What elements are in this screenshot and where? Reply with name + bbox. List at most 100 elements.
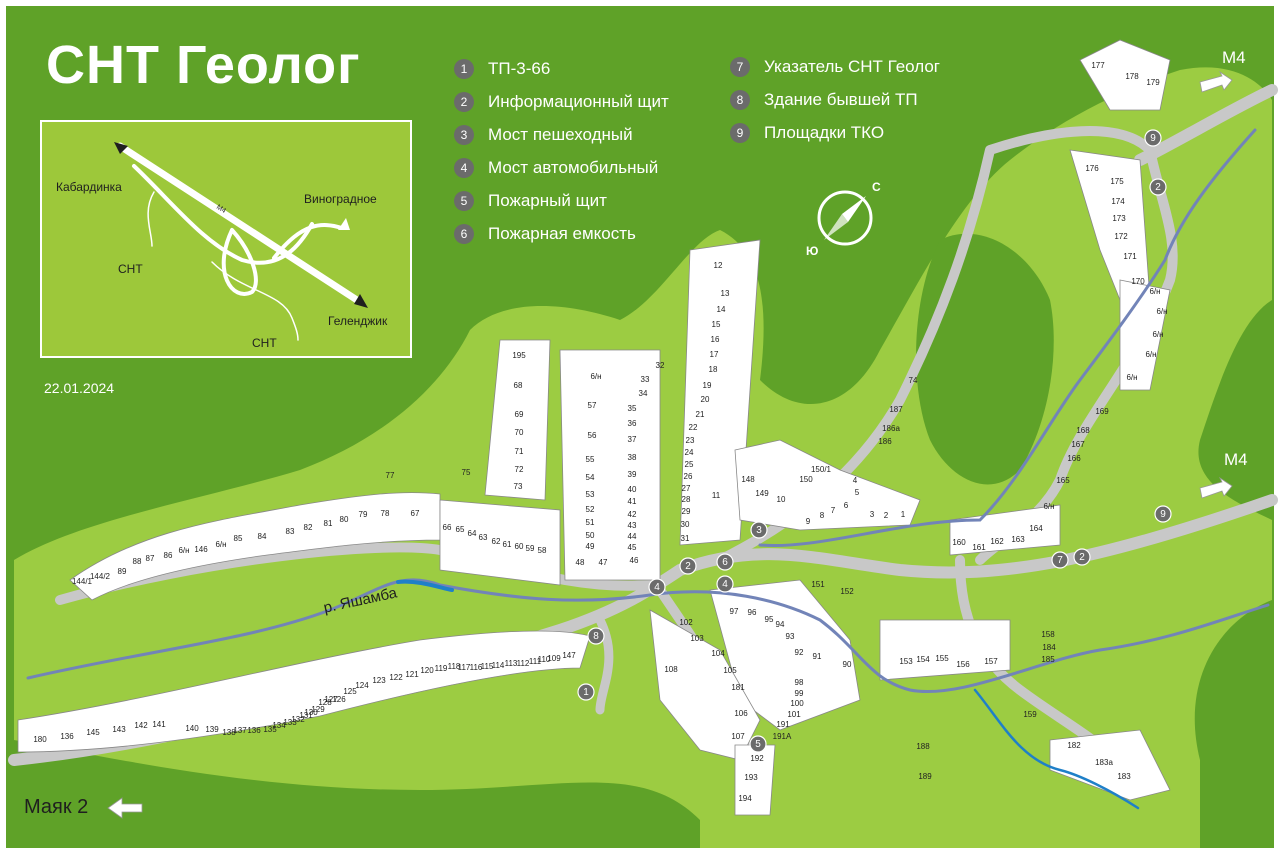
plot-number: 160 [952,538,966,547]
map-marker-number: 2 [1079,552,1085,563]
plot-number: 143 [112,725,126,734]
legend-number: 3 [454,124,474,145]
mayak-label: Маяк 2 [24,796,89,818]
plot-number: 113 [505,659,518,668]
plot-number: 25 [685,460,694,469]
plot-number: 128 [318,698,332,707]
m4-right-label: М4 [1224,450,1248,469]
m4-top-label: М4 [1222,48,1246,67]
plot-number: 95 [765,615,774,624]
plot-number: 195 [512,351,526,360]
plots-mid-column [559,349,661,581]
plot-number: 20 [701,395,710,404]
plot-number: 49 [586,542,595,551]
plot-number: 163 [1011,535,1025,544]
plot-number: 58 [538,546,547,555]
plot-number: 62 [492,537,501,546]
plot-number: 142 [134,721,148,730]
map-marker-circle [679,557,697,575]
legend-number: 1 [454,58,474,79]
plot-number: 136 [247,726,261,735]
map-marker: 3 [750,521,768,539]
plot-number: 19 [703,381,712,390]
plot-number: 153 [899,657,913,666]
plot-number: 137 [233,726,247,735]
legend-label: Указатель СНТ Геолог [764,56,941,76]
plot-number: 159 [1023,710,1037,719]
plot-number: 55 [586,455,595,464]
inset-m4-label: М4 [215,204,227,215]
plot-number: 12 [714,261,723,270]
plot-number: 124 [355,681,369,690]
plot-number: 41 [628,497,637,506]
map-marker-circle [1073,548,1091,566]
plot-number: 171 [1123,252,1137,261]
plots-southeast-cluster [1049,729,1171,801]
plot-number: 6/н [215,540,226,549]
map-marker: 9 [1144,129,1162,147]
plot-number: 53 [586,490,595,499]
legend-label: Пожарная емкость [488,223,636,243]
plot-number: 37 [628,435,637,444]
plot-number: 6/н [1156,307,1167,316]
plot-number: 182 [1067,741,1081,750]
map-marker-circle [1144,129,1162,147]
plot-number: 139 [205,725,219,734]
legend-number: 8 [730,89,750,110]
map-marker-number: 9 [1160,509,1166,520]
plot-number: 80 [340,515,349,524]
plot-number: 125 [343,687,357,696]
map-marker-number: 6 [722,557,728,568]
plot-number: 9 [806,517,811,526]
plot-number: 5 [855,488,860,497]
plot-number: 3 [870,510,875,519]
plot-number: 47 [599,558,608,567]
plots-bottom-strip [17,630,591,753]
plot-number: 119 [435,664,448,673]
legend-label: Мост пешеходный [488,124,633,144]
map-marker-number: 5 [755,739,761,750]
map-marker: 9 [1154,505,1172,523]
plot-number: 43 [628,521,637,530]
legend-label: Здание бывшей ТП [764,89,918,109]
plot-number: 132 [291,715,305,724]
plot-number: 134 [272,721,286,730]
plot-number: 71 [515,447,524,456]
plot-number: 131 [299,711,313,720]
map-marker: 2 [679,557,697,575]
inset-roads: М4 [114,142,368,341]
map-marker-number: 3 [756,525,762,536]
plot-number: 38 [628,453,637,462]
plot-number: 177 [1091,61,1105,70]
plot-number: 158 [1041,630,1055,639]
plot-number: 6/н [1043,502,1054,511]
plot-number: 121 [405,670,419,679]
plot-number: 140 [185,724,199,733]
plot-number: 175 [1110,177,1124,186]
plot-number: 56 [588,431,597,440]
plot-number: 156 [956,660,970,669]
plot-number: 129 [311,705,325,714]
plot-number: 6/н [1152,330,1163,339]
plot-number: 70 [515,428,524,437]
plot-number: 111 [529,657,542,666]
plot-number: 73 [514,482,523,491]
inset-gelendzhik: Геленджик [328,314,388,328]
plot-number: 105 [723,666,737,675]
plot-number: 183 [1117,772,1131,781]
plot-number: 65 [456,525,465,534]
plot-number: 168 [1076,426,1090,435]
plot-number: 27 [682,484,691,493]
plot-number: 93 [786,632,795,641]
plot-number: 99 [795,689,804,698]
plot-number: 165 [1056,476,1070,485]
plot-number: 187 [889,405,903,414]
plot-number: 67 [411,509,420,518]
legend-label: Площадки ТКО [764,122,885,142]
legend-label: Информационный щит [488,91,669,111]
legend-label: Пожарный щит [488,190,607,210]
plot-number: 107 [731,732,745,741]
